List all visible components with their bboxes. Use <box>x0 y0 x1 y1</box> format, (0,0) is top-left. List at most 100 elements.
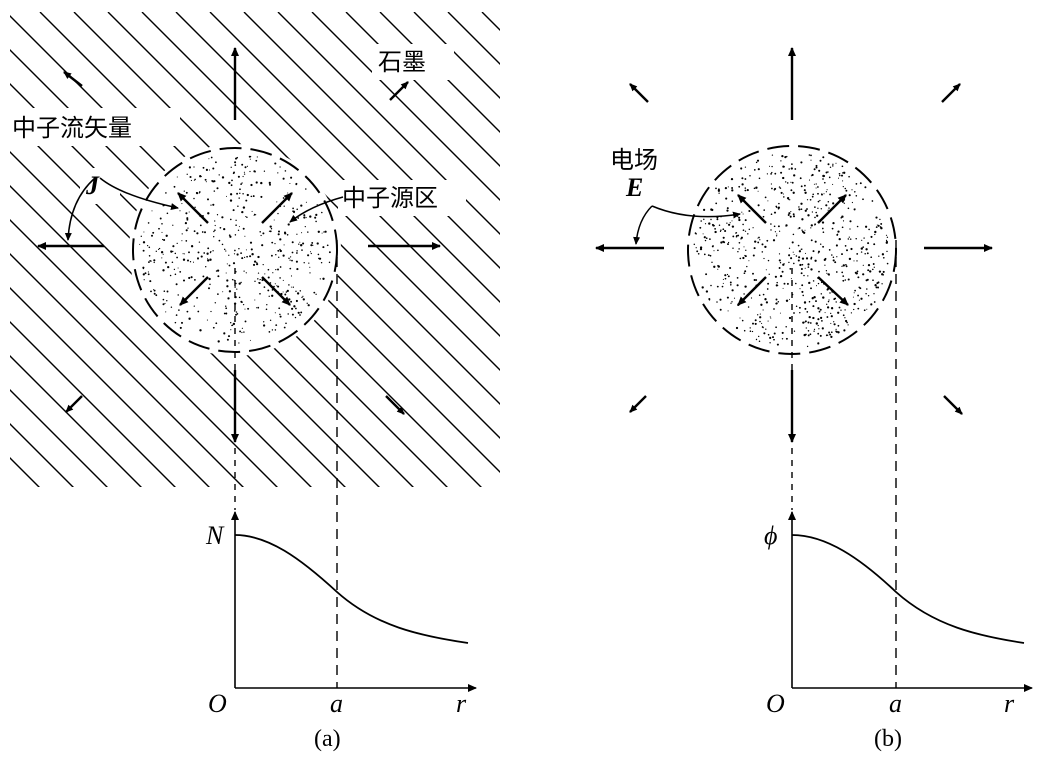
stipple-dot <box>249 170 251 173</box>
stipple-dot <box>798 256 801 259</box>
stipple-dot <box>275 253 277 256</box>
stipple-dot <box>724 186 728 190</box>
stipple-dot <box>726 209 729 212</box>
stipple-dot <box>829 333 832 336</box>
stipple-dot <box>251 210 253 212</box>
stipple-dot <box>296 292 300 295</box>
stipple-dot <box>267 289 270 292</box>
stipple-dot <box>236 253 239 256</box>
hatch-line <box>311 12 500 201</box>
stipple-dot <box>824 312 826 314</box>
stipple-dot <box>259 279 261 281</box>
stipple-dot <box>170 306 173 308</box>
stipple-dot <box>815 187 817 189</box>
stipple-dot <box>822 296 825 299</box>
stipple-dot <box>701 286 704 289</box>
stipple-dot <box>162 303 165 306</box>
stipple-dot <box>188 211 190 213</box>
stipple-dot <box>870 256 873 259</box>
stipple-dot <box>256 263 259 266</box>
stipple-dot <box>812 316 815 320</box>
stipple-dot <box>293 305 296 308</box>
stipple-dot <box>833 298 836 301</box>
stipple-dot <box>867 263 871 267</box>
stipple-dot <box>828 176 831 179</box>
stipple-dot <box>277 212 279 215</box>
stipple-dot <box>779 187 782 189</box>
stipple-dot <box>305 188 307 190</box>
stipple-dot <box>798 306 801 309</box>
stipple-dot <box>788 254 791 257</box>
stipple-dot <box>787 214 790 216</box>
stipple-dot <box>725 197 728 200</box>
stipple-dot <box>767 200 769 202</box>
stipple-dot <box>832 202 835 205</box>
stipple-dot <box>177 294 179 296</box>
stipple-dot <box>757 335 760 338</box>
stipple-dot <box>727 310 729 312</box>
stipple-dot <box>173 268 176 271</box>
stipple-dot <box>873 266 875 268</box>
stipple-dot <box>250 195 253 198</box>
stipple-dot <box>301 232 303 234</box>
stipple-dot <box>802 321 805 324</box>
stipple-dot <box>193 278 196 281</box>
stipple-dot <box>793 330 796 332</box>
stipple-dot <box>219 226 222 229</box>
stipple-dot <box>197 257 199 260</box>
stipple-dot <box>290 176 293 179</box>
stipple-dot <box>302 295 304 297</box>
stipple-dot <box>283 231 287 234</box>
stipple-dot <box>773 308 775 310</box>
stipple-dot <box>840 309 842 311</box>
stipple-dot <box>279 313 281 316</box>
inner-flux-arrows <box>177 192 293 306</box>
stipple-dot <box>246 255 248 258</box>
stipple-dot <box>846 249 848 252</box>
hatch-line <box>10 219 278 487</box>
stipple-dot <box>212 326 215 329</box>
stipple-dot <box>178 309 180 311</box>
stipple-dot <box>210 156 213 159</box>
stipple-dot <box>819 334 822 337</box>
stipple-dot <box>762 309 764 311</box>
stipple-dot <box>205 266 207 268</box>
potential-graph: ϕ O a r <box>764 511 1033 718</box>
stipple-dot <box>806 345 809 348</box>
stipple-dot <box>305 201 307 203</box>
stipple-dot <box>816 214 819 217</box>
stipple-dot <box>832 165 834 167</box>
stipple-dot <box>738 216 741 219</box>
stipple-dot <box>815 166 818 169</box>
stipple-dot <box>842 275 845 277</box>
stipple-dot <box>851 201 853 204</box>
stipple-dot <box>208 277 211 281</box>
stipple-dot <box>837 311 840 314</box>
stipple-dot <box>763 209 765 211</box>
stipple-dot <box>758 236 760 239</box>
stipple-dot <box>257 255 260 259</box>
stipple-dot <box>782 165 785 168</box>
stipple-dot <box>819 159 822 162</box>
origin-label-b: O <box>766 689 785 718</box>
stipple-dot <box>296 208 298 211</box>
stipple-dot <box>809 198 812 201</box>
stipple-dot <box>307 254 310 257</box>
stipple-dot <box>185 240 188 242</box>
stipple-dot <box>854 208 856 210</box>
stipple-dot <box>804 307 807 310</box>
graphite-label: 石墨 <box>378 48 426 76</box>
stipple-dot <box>713 250 715 252</box>
stipple-dot <box>303 214 306 217</box>
stipple-dot <box>216 214 219 216</box>
stipple-dot <box>153 289 156 292</box>
stipple-dot <box>830 312 832 315</box>
stipple-dot <box>766 173 769 175</box>
stipple-dot <box>215 322 218 325</box>
stipple-dot <box>810 227 812 229</box>
stipple-dot <box>817 207 819 209</box>
stipple-dot <box>730 177 734 181</box>
stipple-dot <box>696 250 699 253</box>
stipple-dot <box>722 236 725 239</box>
stipple-dot <box>242 175 244 178</box>
